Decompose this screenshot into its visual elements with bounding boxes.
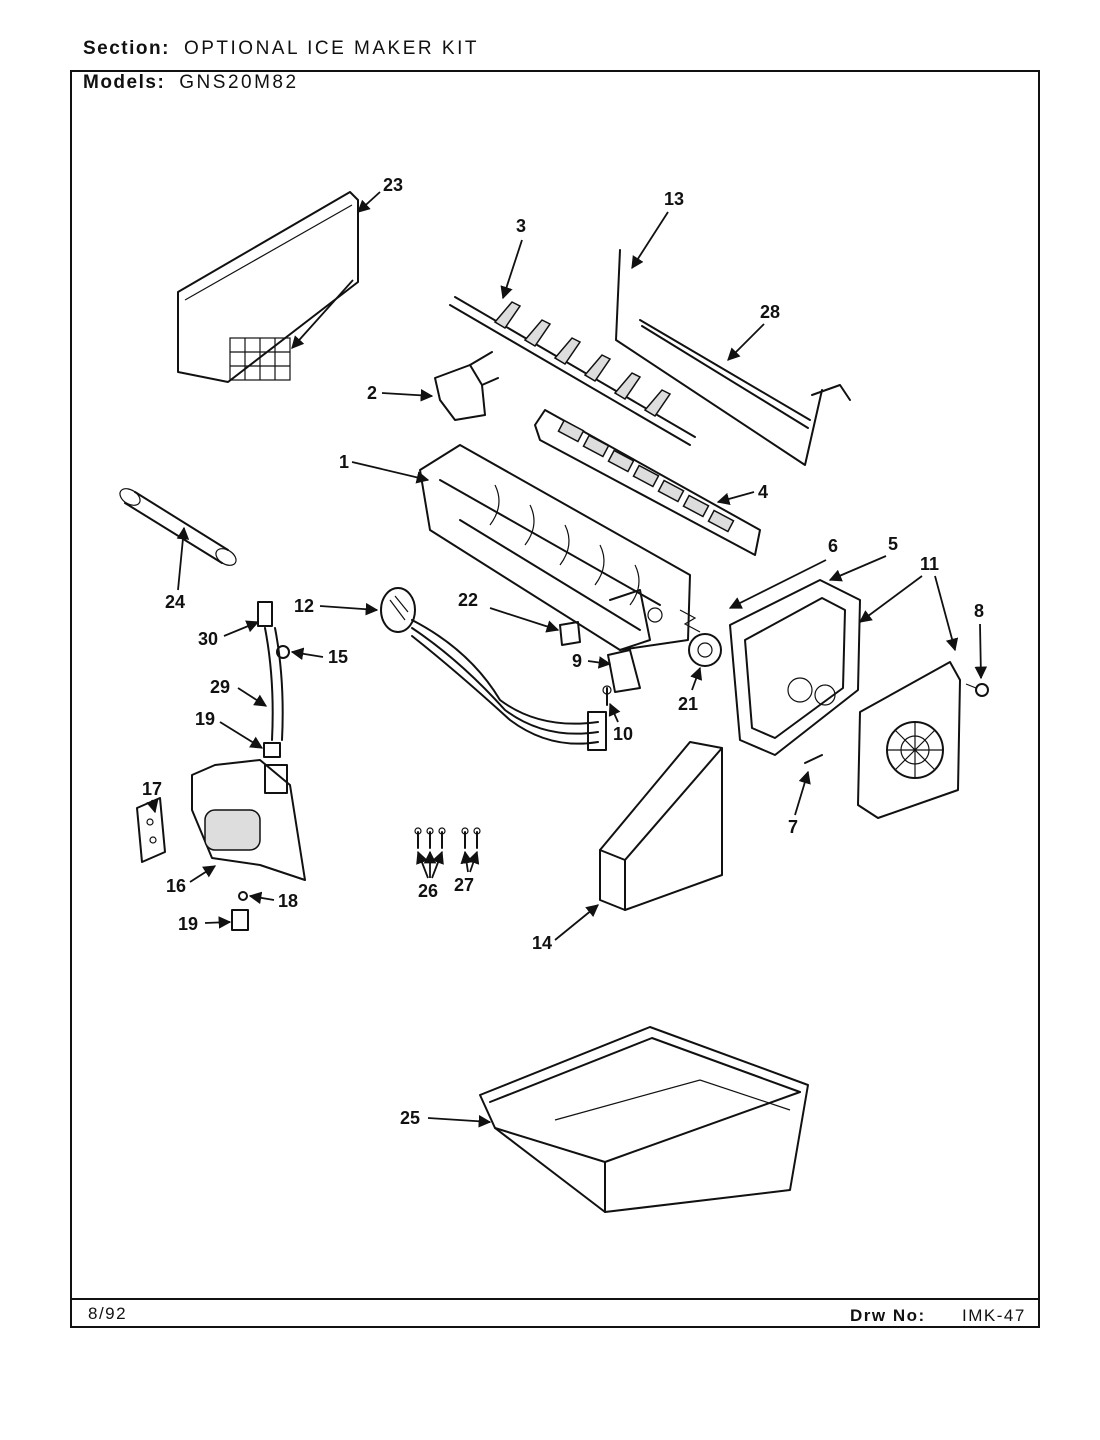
callout-5: 5	[888, 534, 898, 554]
section-header: Section: OPTIONAL ICE MAKER KIT	[83, 38, 479, 60]
part-12-harness	[380, 587, 607, 751]
callout-27: 27	[454, 875, 474, 895]
part-2-clip	[434, 351, 499, 421]
part-10-screw	[602, 685, 612, 706]
section-label: Section:	[83, 38, 170, 59]
callout-10: 10	[613, 724, 633, 744]
callout-12: 12	[294, 596, 314, 616]
callout-23: 23	[383, 175, 403, 195]
part-16-valve	[191, 759, 306, 881]
callout-24: 24	[165, 592, 185, 612]
drawing-number: IMK-47	[962, 1306, 1026, 1325]
part-19-nut-lower	[231, 909, 249, 931]
part-7-screw	[804, 754, 823, 764]
callout-labels: 1 2 3 4 5 6 7 8 9 10 11 12 13 14 15 16	[142, 175, 988, 1128]
part-4-stripper	[534, 409, 761, 556]
part-11-motor	[857, 661, 961, 819]
part-6-spring	[679, 609, 701, 633]
drawing-number-label: Drw No:	[850, 1306, 926, 1325]
callout-18: 18	[278, 891, 298, 911]
part-18-washer	[238, 891, 248, 901]
callout-2: 2	[367, 383, 377, 403]
callout-1: 1	[339, 452, 349, 472]
callout-17: 17	[142, 779, 162, 799]
part-23-cover	[177, 191, 359, 383]
models-label: Models:	[83, 72, 166, 93]
part-25-bin	[479, 1026, 809, 1213]
callout-16: 16	[166, 876, 186, 896]
part-3-ejector	[449, 296, 696, 446]
part-26-screws	[414, 827, 446, 849]
part-9-bracket	[607, 649, 641, 693]
callout-29: 29	[210, 677, 230, 697]
part-19-nut-upper	[263, 742, 281, 758]
part-14-box	[599, 741, 723, 911]
footer-date: 8/92	[88, 1304, 128, 1323]
callout-4: 4	[758, 482, 768, 502]
callout-19-upper: 19	[195, 709, 215, 729]
callout-6: 6	[828, 536, 838, 556]
callout-9: 9	[572, 651, 582, 671]
part-29-tube	[264, 627, 284, 741]
section-title: OPTIONAL ICE MAKER KIT	[183, 38, 479, 59]
callout-11: 11	[920, 554, 939, 574]
callout-7: 7	[788, 817, 798, 837]
callout-25: 25	[400, 1108, 420, 1128]
callout-30: 30	[198, 629, 218, 649]
part-13-shutoff-arm	[615, 249, 851, 466]
part-15-clamp	[276, 645, 290, 659]
callout-28: 28	[760, 302, 780, 322]
part-24-tube	[119, 488, 237, 566]
part-28-bar	[639, 319, 811, 429]
callout-21: 21	[678, 694, 698, 714]
callout-26: 26	[418, 881, 438, 901]
footer-divider	[70, 1298, 1040, 1300]
part-21-gear	[688, 633, 722, 667]
callout-14: 14	[532, 933, 552, 953]
callout-3: 3	[516, 216, 526, 236]
part-17-bracket	[136, 797, 166, 863]
callout-13: 13	[664, 189, 684, 209]
callout-19-lower: 19	[178, 914, 198, 934]
callout-22: 22	[458, 590, 478, 610]
part-8-screw	[965, 683, 989, 697]
drawing-frame	[70, 70, 1040, 1328]
part-1-mold	[419, 444, 691, 651]
part-5-housing	[729, 579, 861, 756]
model-number: GNS20M82	[179, 72, 299, 93]
part-30-fitting	[257, 601, 273, 627]
models-header: Models: GNS20M82	[83, 72, 299, 94]
callout-8: 8	[974, 601, 984, 621]
callout-15: 15	[328, 647, 348, 667]
part-22-clip	[559, 621, 581, 646]
part-27-screws	[461, 827, 481, 849]
